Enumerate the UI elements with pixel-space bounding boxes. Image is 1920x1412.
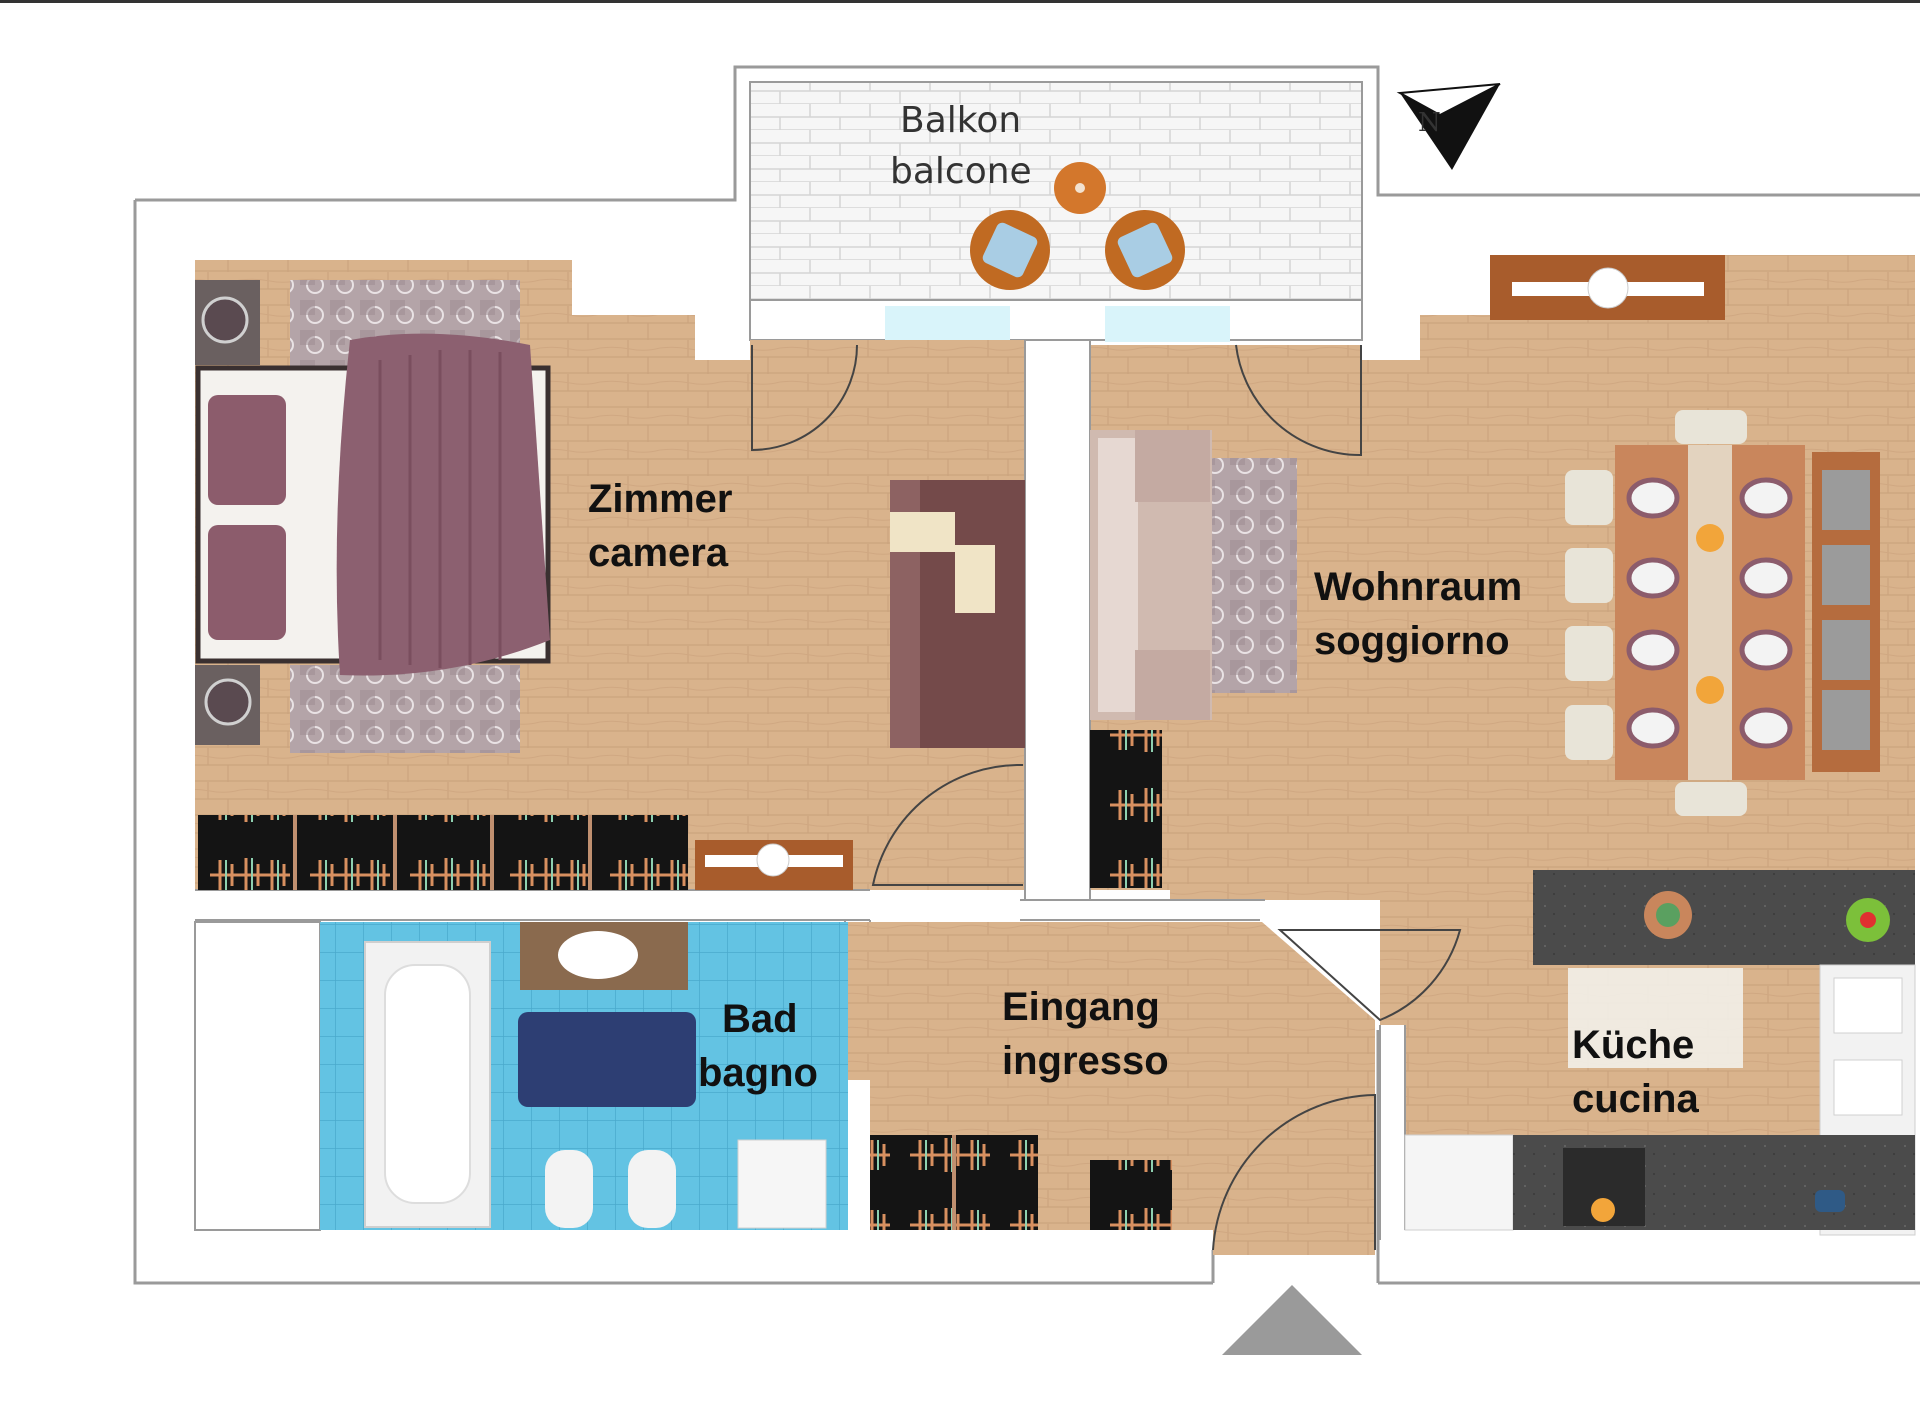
fruit-bowl-icon [1696,524,1724,552]
bath-mat [518,1012,696,1107]
toilet [545,1150,593,1228]
compass-icon [1396,83,1501,170]
bidet [628,1150,676,1228]
outer-walls [133,65,1920,1285]
lamp-icon [204,678,252,726]
living-label-it: soggiorno [1314,619,1510,663]
entrance-shelves [870,1135,1172,1230]
kitchen-island [1568,968,1743,1068]
chair [1675,410,1747,444]
chair [1565,626,1613,681]
bath-floor [194,921,848,1231]
balcony-label-it: balcone [890,151,1032,192]
washing-machine [737,1139,827,1229]
pillow [208,395,286,505]
bedroom-label: Zimmer [588,477,733,521]
bed-cover [336,333,550,676]
kettle-icon [1815,1190,1845,1212]
sofa [1090,430,1297,720]
balcony-label: Balkon [900,100,1022,141]
bed [195,280,551,753]
top-border-line [0,0,1920,3]
kitchen-counters [1404,870,1916,1236]
fridge [1404,1134,1514,1231]
bedroom-wardrobe [198,815,853,890]
chair [1565,705,1613,760]
entrance-label: Eingang [1002,985,1160,1029]
chair [1565,548,1613,603]
tv-cabinet [1090,730,1162,888]
bath-label: Bad [722,997,798,1041]
bedroom-label-it: camera [588,531,729,575]
chair [1565,470,1613,525]
chair [1675,782,1747,816]
living-label: Wohnraum [1314,565,1523,609]
compass-label: N [1418,108,1441,138]
bath-label-it: bagno [698,1051,818,1095]
fruit-bowl-icon [1696,676,1724,704]
dining-table [1565,410,1880,816]
desk [890,480,1025,748]
kitchen-label: Küche [1572,1023,1695,1067]
doors [751,344,1462,1251]
entrance-arrow-icon [1222,1285,1362,1355]
balcony-area [749,81,1363,342]
kitchen-label-it: cucina [1572,1077,1699,1121]
sideboard [1490,255,1725,320]
salad-bowl-icon [1656,903,1680,927]
entrance-label-it: ingresso [1002,1039,1169,1083]
lamp-icon [201,296,249,344]
pillow [208,525,286,640]
